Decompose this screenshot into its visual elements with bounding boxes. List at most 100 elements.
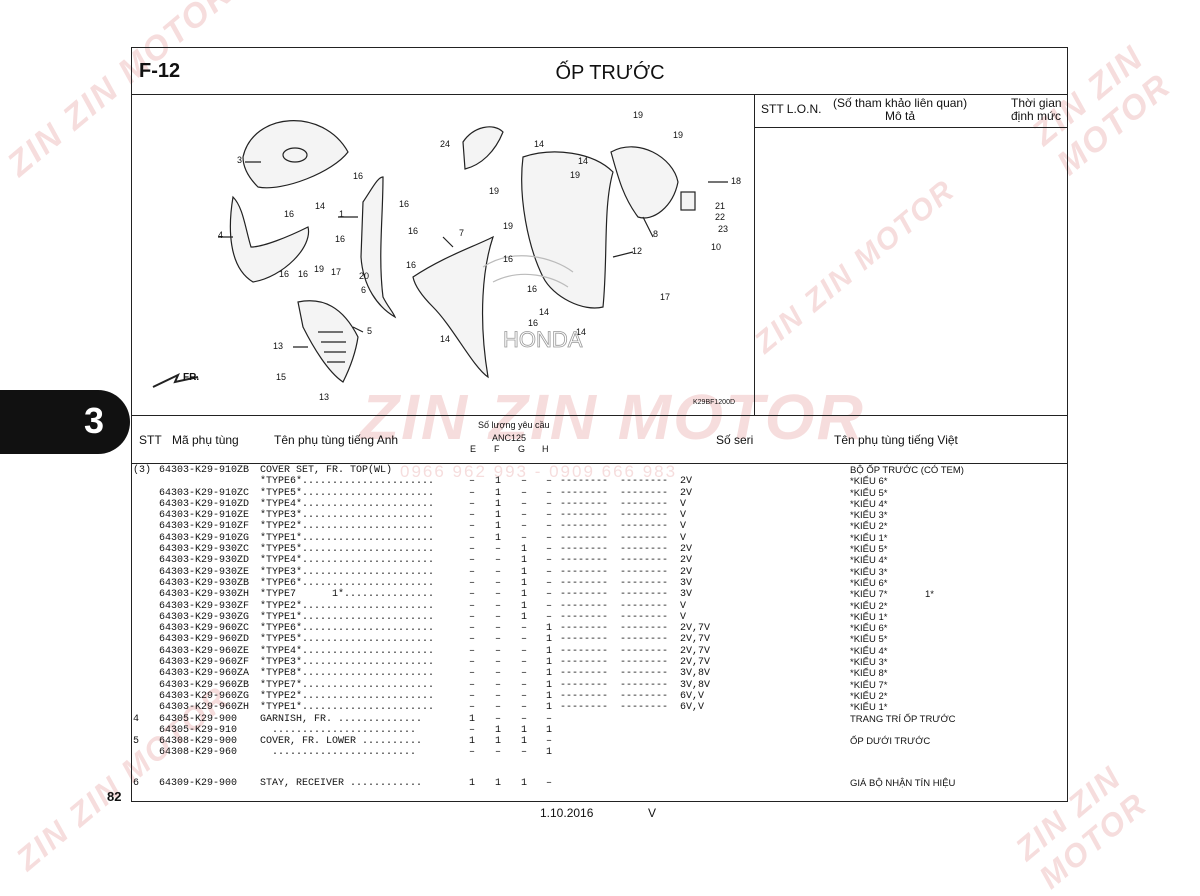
cell-g: 1 bbox=[521, 600, 528, 612]
table-row: *TYPE6*......................–1––-------… bbox=[133, 476, 1063, 487]
cell-h: – bbox=[546, 566, 553, 578]
cell-vn: *KIỂU 7* bbox=[850, 589, 888, 601]
cell-serial: -------- -------- 2V bbox=[560, 555, 693, 567]
cell-f: 1 bbox=[495, 724, 502, 736]
cell-pn: 64303-K29-910ZF bbox=[159, 521, 250, 533]
table-row: 64305-K29-910 ........................–1… bbox=[133, 725, 1063, 736]
cell-e: 1 bbox=[469, 713, 476, 725]
table-row: 64303-K29-960ZD*TYPE5*..................… bbox=[133, 634, 1063, 645]
callout-14b: 14 bbox=[440, 334, 450, 344]
callout-16h: 16 bbox=[527, 284, 537, 294]
callout-23: 23 bbox=[718, 224, 728, 234]
cell-en: *TYPE5*...................... bbox=[260, 544, 435, 556]
cell-g: – bbox=[521, 645, 528, 657]
cell-f: – bbox=[495, 645, 502, 657]
part-10-shape bbox=[680, 191, 696, 211]
cell-h: – bbox=[546, 476, 553, 488]
callout-12: 12 bbox=[632, 246, 642, 256]
cell-pn: 64303-K29-930ZH bbox=[159, 589, 250, 601]
cell-f: – bbox=[495, 566, 502, 578]
table-row: 64303-K29-910ZG*TYPE1*..................… bbox=[133, 533, 1063, 544]
cell-h: – bbox=[546, 589, 553, 601]
callout-8: 8 bbox=[653, 229, 658, 239]
col-name-en: Tên phụ tùng tiếng Anh bbox=[274, 433, 399, 447]
cell-h: 1 bbox=[546, 657, 553, 669]
cell-h: 1 bbox=[546, 623, 553, 635]
table-row: 64303-K29-930ZH*TYPE7 1*...............–… bbox=[133, 589, 1063, 600]
cell-idx: 5 bbox=[133, 736, 140, 748]
callout-16e: 16 bbox=[399, 199, 409, 209]
cell-pn: 64303-K29-910ZD bbox=[159, 498, 250, 510]
cell-pn: 64309-K29-900 bbox=[159, 778, 238, 790]
cell-g: 1 bbox=[521, 589, 528, 601]
cell-e: – bbox=[469, 747, 476, 759]
cell-en: *TYPE7*...................... bbox=[260, 679, 435, 691]
cell-serial: -------- -------- 3V,8V bbox=[560, 668, 711, 680]
cell-vn: *KIỂU 8* bbox=[850, 668, 888, 680]
cell-g: – bbox=[521, 532, 528, 544]
cell-serial: -------- -------- V bbox=[560, 521, 687, 533]
table-row: 64303-K29-960ZH*TYPE1*..................… bbox=[133, 702, 1063, 713]
cell-f: – bbox=[495, 713, 502, 725]
cell-g: – bbox=[521, 679, 528, 691]
cell-e: – bbox=[469, 510, 476, 522]
cell-serial: -------- -------- V bbox=[560, 600, 687, 612]
callout-14d: 14 bbox=[539, 307, 549, 317]
cell-serial: -------- -------- V bbox=[560, 611, 687, 623]
cell-e: – bbox=[469, 611, 476, 623]
cell-serial: -------- -------- 2V,7V bbox=[560, 634, 711, 646]
cell-idx: 4 bbox=[133, 713, 140, 725]
cell-g: – bbox=[521, 657, 528, 669]
cell-en: *TYPE1*...................... bbox=[260, 532, 435, 544]
cell-f: – bbox=[495, 589, 502, 601]
cell-e: 1 bbox=[469, 778, 476, 790]
cell-vn: *KIỂU 3* bbox=[850, 566, 888, 578]
page-frame bbox=[131, 47, 1068, 802]
col-h: H bbox=[542, 444, 549, 454]
cell-e: – bbox=[469, 476, 476, 488]
cell-vn: *KIỂU 1* bbox=[850, 532, 888, 544]
cell-pn: 64303-K29-910ZE bbox=[159, 510, 250, 522]
cell-vn: *KIỂU 4* bbox=[850, 555, 888, 567]
cell-h: 1 bbox=[546, 645, 553, 657]
cell-serial: -------- -------- 3V,8V bbox=[560, 679, 711, 691]
cell-e: – bbox=[469, 634, 476, 646]
cell-serial: -------- -------- 2V,7V bbox=[560, 623, 711, 635]
cell-f: – bbox=[495, 623, 502, 635]
cell-h: 1 bbox=[546, 634, 553, 646]
cell-e: – bbox=[469, 498, 476, 510]
cell-pn: 64308-K29-900 bbox=[159, 736, 238, 748]
cell-e: – bbox=[469, 645, 476, 657]
diagram-code: K29BF1200D bbox=[693, 399, 735, 406]
cell-h: 1 bbox=[546, 668, 553, 680]
callout-3: 3 bbox=[237, 155, 242, 165]
cell-vn: TRANG TRÍ ỐP TRƯỚC bbox=[850, 713, 956, 725]
cell-pn: 64303-K29-960ZF bbox=[159, 657, 250, 669]
cell-g: 1 bbox=[521, 555, 528, 567]
cell-f: – bbox=[495, 600, 502, 612]
cell-e: – bbox=[469, 544, 476, 556]
table-row bbox=[133, 759, 1063, 770]
ref-desc-label: Mô tả bbox=[885, 109, 916, 123]
col-model: ANC125 bbox=[492, 433, 527, 443]
cell-serial: -------- -------- 2V,7V bbox=[560, 645, 711, 657]
callout-16d: 16 bbox=[298, 269, 308, 279]
callout-19c: 19 bbox=[503, 221, 513, 231]
table-row: 64303-K29-930ZC*TYPE5*..................… bbox=[133, 544, 1063, 555]
diagram-divider bbox=[754, 94, 755, 415]
cell-h: – bbox=[546, 611, 553, 623]
fr-arrow-icon bbox=[152, 372, 199, 388]
part-1-shape bbox=[360, 176, 397, 319]
callout-10: 10 bbox=[711, 242, 721, 252]
cell-f: – bbox=[495, 668, 502, 680]
table-row: 64303-K29-960ZA*TYPE8*..................… bbox=[133, 668, 1063, 679]
cell-en: *TYPE5*...................... bbox=[260, 634, 435, 646]
table-row: 64303-K29-960ZC*TYPE6*..................… bbox=[133, 623, 1063, 634]
cell-vn: *KIỂU 2* bbox=[850, 521, 888, 533]
cell-e: – bbox=[469, 724, 476, 736]
cell-vn: *KIỂU 3* bbox=[850, 510, 888, 522]
cell-en: *TYPE3*...................... bbox=[260, 566, 435, 578]
callout-5: 5 bbox=[367, 326, 372, 336]
table-row: 64303-K29-960ZF*TYPE3*..................… bbox=[133, 657, 1063, 668]
